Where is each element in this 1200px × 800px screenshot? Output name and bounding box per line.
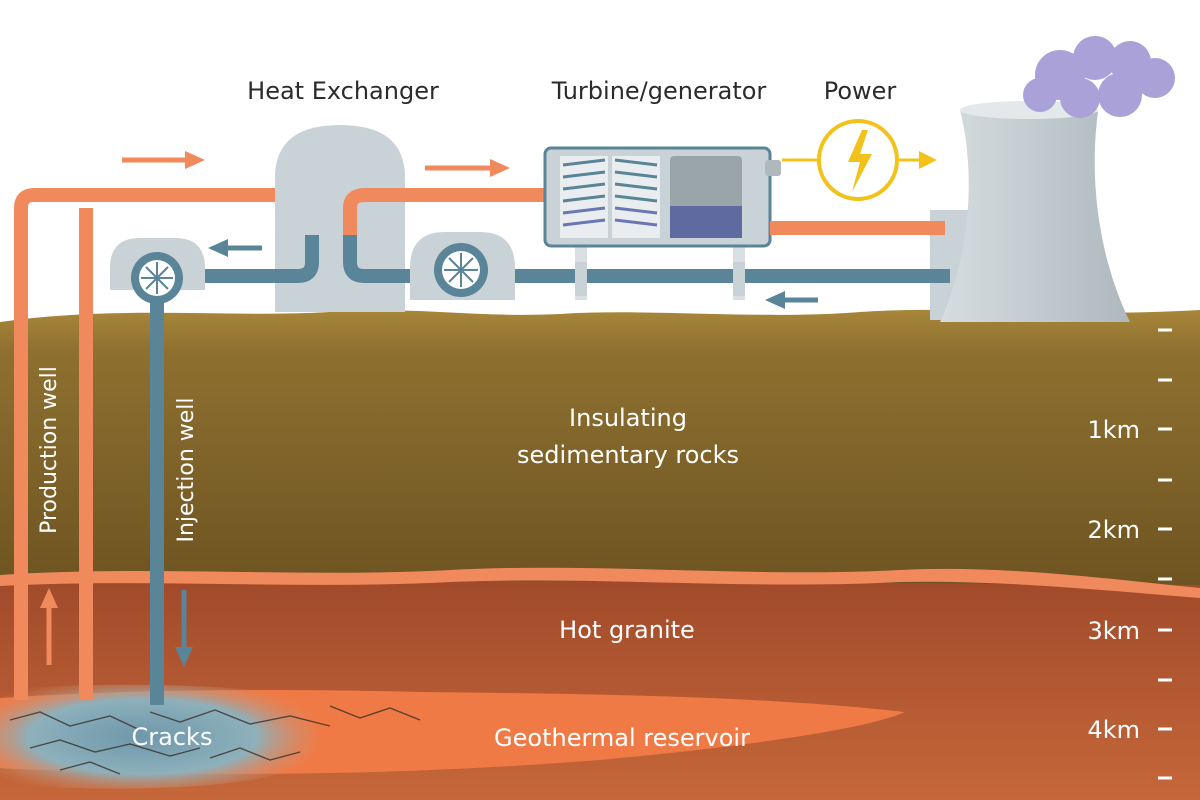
fan-blades (141, 262, 173, 294)
injection-well-label: Injection well (174, 397, 199, 542)
heat-exchanger-label: Heat Exchanger (247, 77, 439, 105)
lightning-bolt-icon (848, 130, 872, 192)
depth-label-4km: 4km (1087, 716, 1140, 744)
sediment-label-line2: sedimentary rocks (517, 441, 739, 469)
flow-arrow-icon (40, 588, 58, 665)
depth-label-3km: 3km (1087, 617, 1140, 645)
turbine-blades (560, 156, 660, 238)
generator-fluid (670, 206, 742, 238)
sediment-label-line1: Insulating (569, 404, 687, 432)
cracks-label: Cracks (132, 723, 213, 751)
depth-label-1km: 1km (1087, 416, 1140, 444)
cold-return-line (515, 240, 950, 300)
turbine-generator (543, 146, 781, 248)
flow-arrow-icon (425, 159, 510, 177)
power-output (782, 119, 937, 201)
production-well-label: Production well (37, 366, 62, 534)
return-pump (410, 232, 515, 300)
depth-scale (1158, 328, 1172, 780)
fan-blades (444, 253, 478, 287)
hot-granite-label: Hot granite (559, 616, 695, 644)
power-label: Power (824, 77, 897, 105)
flow-arrow-icon (175, 590, 193, 667)
turbine-feed-pipe (343, 188, 545, 235)
turbine-generator-label: Turbine/generator (551, 77, 767, 105)
cooling-tower (930, 101, 1130, 322)
granite-boundary (0, 567, 1200, 598)
tower-body (940, 102, 1130, 322)
geothermal-reservoir-label: Geothermal reservoir (494, 724, 750, 752)
flow-arrows (40, 151, 818, 667)
cracks-zone (0, 684, 317, 789)
generator-output-connector (765, 160, 781, 176)
sediment-layer (0, 309, 1200, 585)
depth-label-2km: 2km (1087, 516, 1140, 544)
injection-pump (110, 238, 205, 304)
heat-exchanger (275, 125, 405, 312)
exchanger-return-loop (343, 235, 440, 283)
crack-lines (9, 705, 421, 775)
exchanger-cold-loop (180, 235, 319, 283)
flow-arrow-icon (208, 239, 262, 257)
flow-arrow-icon (122, 151, 205, 169)
ground-layers (0, 309, 1200, 800)
steam-cloud-icon (1023, 36, 1175, 118)
flow-arrow-icon (765, 291, 818, 309)
